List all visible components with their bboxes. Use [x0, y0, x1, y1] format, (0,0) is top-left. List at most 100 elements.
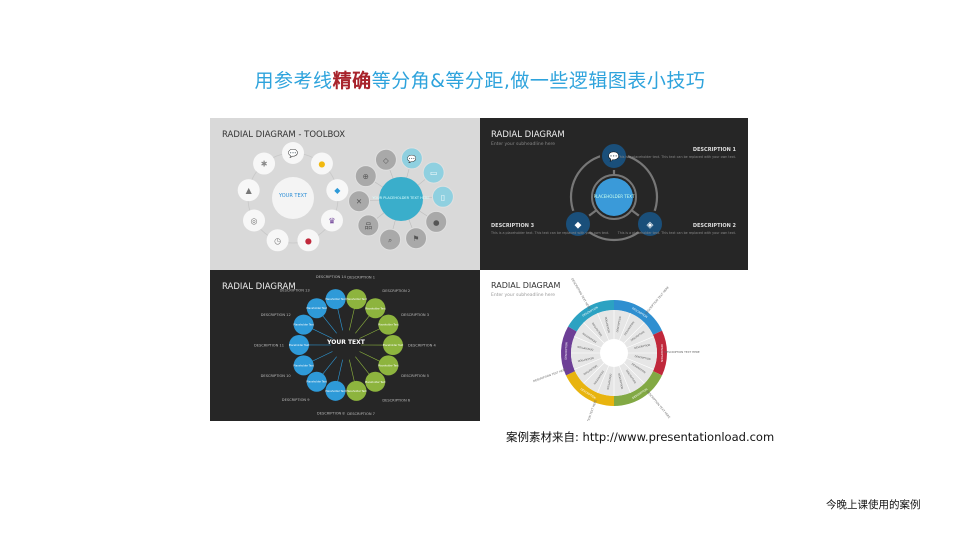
donut-segment [568, 300, 614, 332]
segment-label: DESCRIPTION [660, 344, 664, 362]
target-icon: ◎ [251, 217, 258, 226]
search-icon: ⌕ [388, 236, 392, 245]
description-label: DESCRIPTION 5 [401, 374, 429, 378]
divider [597, 313, 609, 341]
donut-segment [561, 326, 577, 376]
description-label: DESCRIPTION 8 [317, 412, 345, 416]
donut-segment [565, 371, 614, 406]
node-text: Placeholder Text [293, 363, 313, 367]
inner-label: DESCRIPTION [591, 322, 603, 337]
description-label: DESCRIPTION 9 [282, 398, 310, 402]
crown-icon: ♛ [328, 217, 335, 226]
panel-subheading: Enter your subheadline here [491, 292, 555, 298]
icon-node [564, 210, 592, 238]
description-node [293, 355, 314, 376]
description-node [365, 371, 386, 392]
donut-hole [600, 339, 628, 367]
description-text: This is a placeholder text. This text ca… [490, 231, 609, 235]
node-text: Placeholder Text [325, 297, 345, 301]
description-node [346, 289, 367, 310]
inner-label: DESCRIPTION [577, 356, 594, 362]
description-label: DESCRIPTION 1 [347, 275, 375, 279]
description-label: DESCRIPTION 13 [280, 289, 310, 293]
center-circle [595, 178, 633, 216]
title-part: 等分角&等分距,做一些逻辑图表小技巧 [371, 70, 706, 92]
description-label: DESCRIPTION 14 [316, 275, 347, 279]
description-node [365, 298, 386, 319]
icon-node [400, 147, 423, 170]
description-label: DESCRIPTION 6 [382, 398, 410, 402]
center-text: YOUR TEXT [326, 339, 366, 346]
donut-segment [614, 371, 663, 406]
divider [597, 365, 609, 393]
donut-segment [652, 330, 667, 376]
org-chart-icon: 品 [365, 221, 373, 230]
description-text: This is a placeholder text. This text ca… [617, 155, 736, 159]
icon-node [243, 209, 266, 232]
center-text: YOUR TEXT [278, 193, 308, 199]
diamond-icon: ◇ [383, 156, 389, 165]
divider [583, 362, 605, 384]
node-text: Placeholder Text [306, 380, 326, 384]
node-text: Placeholder Text [378, 363, 398, 367]
inner-label: DESCRIPTION [634, 355, 651, 361]
inner-label: DESCRIPTION [577, 345, 594, 351]
map-pin-icon: ● [305, 236, 312, 245]
divider [626, 336, 654, 348]
divider [583, 322, 605, 344]
icon-node [405, 227, 428, 250]
center-circle [272, 177, 314, 219]
icon-node [348, 190, 371, 213]
diamond-icon: ◈ [647, 221, 654, 231]
description-node [306, 298, 327, 319]
divider [619, 313, 631, 341]
center-text: PLACEHOLDER TEXT [594, 194, 635, 199]
inner-label: DESCRIPTION [630, 330, 645, 342]
icon-node [425, 210, 448, 233]
description-text: This is a placeholder text. This text ca… [617, 231, 736, 235]
chat-icon: 💬 [288, 148, 298, 158]
icon-node [374, 148, 397, 171]
description-node [293, 314, 314, 335]
node-text: Placeholder Text [383, 343, 403, 347]
description-label: DESCRIPTION 12 [261, 313, 291, 317]
description-label: DESCRIPTION 4 [408, 344, 436, 348]
description-node [346, 380, 367, 401]
divider [619, 365, 631, 393]
divider [623, 362, 645, 384]
coins-icon: ● [433, 218, 440, 227]
icon-node [326, 179, 349, 202]
description-node [325, 289, 346, 310]
description-node [378, 314, 399, 335]
panel-heading: RADIAL DIAGRAM - TOOLBOX [222, 130, 345, 140]
divider [626, 358, 654, 370]
stopwatch-icon: ◷ [274, 236, 281, 245]
globe-icon: ⊕ [363, 172, 369, 181]
description-node [306, 371, 327, 392]
inner-label: DESCRIPTION [593, 370, 605, 385]
node-text: Placeholder Text [378, 323, 398, 327]
panel-heading: RADIAL DIAGRAM [491, 130, 565, 140]
inner-label: DESCRIPTION [625, 369, 637, 384]
description-node [378, 355, 399, 376]
divider [574, 358, 602, 370]
description-label: DESCRIPTION 11 [254, 343, 284, 347]
divider [574, 336, 602, 348]
description-label: DESCRIPTION 10 [261, 374, 292, 378]
presentation-icon: ▭ [430, 169, 437, 178]
icon-node [600, 142, 628, 170]
dropbox-icon: ◆ [575, 221, 582, 231]
inner-label: DESCRIPTION [634, 344, 651, 350]
node-text: Placeholder Text [289, 343, 309, 347]
segment-label: DESCRIPTION [564, 342, 569, 360]
chat-icon: 💬 [407, 154, 417, 163]
tools-icon: ✕ [356, 197, 362, 206]
description-title: DESCRIPTION 2 [693, 223, 737, 229]
node-text: Placeholder Text [325, 389, 345, 393]
flag-icon: ⚑ [413, 234, 420, 243]
inner-label: DESCRIPTION [582, 332, 597, 344]
inner-label: DESCRIPTION [606, 373, 612, 390]
